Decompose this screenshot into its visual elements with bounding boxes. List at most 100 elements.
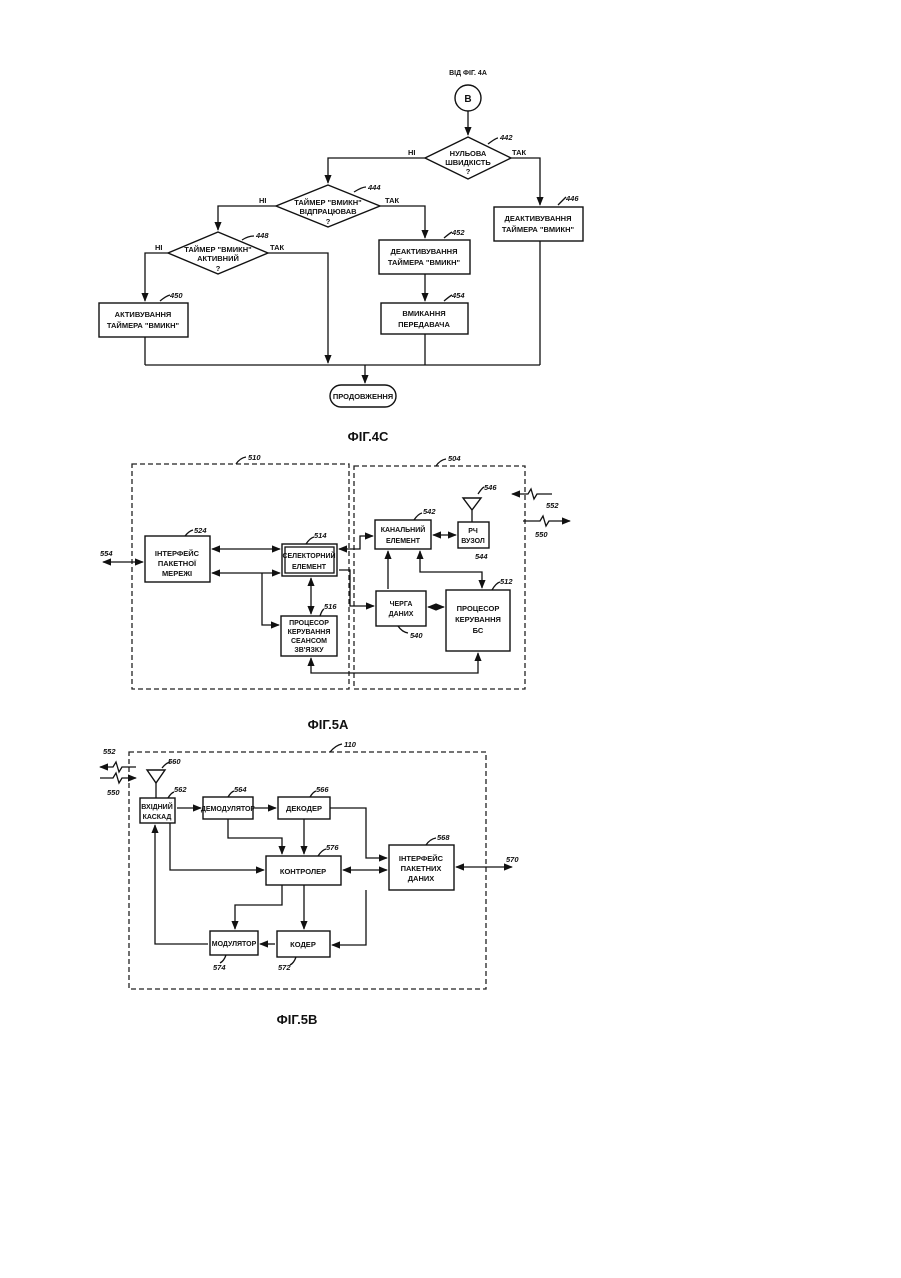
decision-444-line1: ТАЙМЕР "ВМИКН" xyxy=(294,198,362,207)
box-514-line2: ЕЛЕМЕНТ xyxy=(292,564,327,571)
decision-444-line2: ВІДПРАЦЮВАВ xyxy=(299,207,357,216)
box-562-line1: ВХІДНИЙ xyxy=(141,802,173,811)
edge-442-no xyxy=(328,158,425,183)
box-542-line1: КАНАЛЬНИЙ xyxy=(381,525,426,534)
ref-552-5b: 552 xyxy=(103,747,116,756)
decision-448-line3: ? xyxy=(216,264,221,273)
box-564-line1: ДЕМОДУЛЯТОР xyxy=(201,806,255,813)
box-516-line2: КЕРУВАННЯ xyxy=(288,629,331,636)
ref-516: 516 xyxy=(324,602,337,611)
connector-b-label: B xyxy=(464,94,471,105)
leader-574 xyxy=(220,955,226,963)
box-512-line3: БС xyxy=(473,626,484,635)
ref-550-5b: 550 xyxy=(107,788,120,797)
box-566-line1: ДЕКОДЕР xyxy=(286,804,322,813)
figure-4c: ВІД ФІГ. 4А B НУЛЬОВА ШВИДКІСТЬ ? 442 ТА… xyxy=(99,70,583,444)
ref-448: 448 xyxy=(255,231,269,240)
ref-562: 562 xyxy=(174,785,187,794)
decision-442-line1: НУЛЬОВА xyxy=(450,149,487,158)
link-to-516 xyxy=(262,573,279,625)
box-454-line1: ВМИКАННЯ xyxy=(402,309,445,318)
box-514-line1: СЕЛЕКТОРНИЙ xyxy=(282,551,335,560)
box-454-enable-transmitter xyxy=(381,303,468,334)
box-524-line3: МЕРЕЖІ xyxy=(162,569,192,578)
box-540-line2: ДАНИХ xyxy=(389,611,414,618)
edge-448-yes xyxy=(268,253,328,363)
link-562-576 xyxy=(170,823,264,870)
leader-514 xyxy=(306,537,314,544)
leader-110 xyxy=(330,744,342,752)
label-444-no: НІ xyxy=(259,196,267,205)
leader-524 xyxy=(185,530,193,536)
leader-444 xyxy=(354,187,366,192)
figure-5a: 510 504 554 ІНТЕРФЕЙС ПАКЕТНОЇ МЕРЕЖІ 52… xyxy=(100,453,570,732)
edge-448-no xyxy=(145,253,168,301)
caption-fig-4c: ФІГ.4С xyxy=(348,429,389,444)
box-524-line1: ІНТЕРФЕЙС xyxy=(155,549,200,558)
ref-510: 510 xyxy=(248,453,261,462)
box-576-line1: КОНТРОЛЕР xyxy=(280,867,326,876)
leader-504 xyxy=(436,459,446,466)
link-566-568 xyxy=(330,808,387,858)
box-452-line2: ТАЙМЕРА "ВМИКН" xyxy=(388,258,461,267)
label-442-yes: ТАК xyxy=(512,148,527,157)
ref-554: 554 xyxy=(100,549,113,558)
ref-560: 560 xyxy=(168,757,181,766)
ref-452: 452 xyxy=(451,228,465,237)
link-576-574 xyxy=(235,885,282,929)
box-524-line2: ПАКЕТНОЇ xyxy=(158,559,197,568)
ref-564: 564 xyxy=(234,785,247,794)
label-442-no: НІ xyxy=(408,148,416,157)
link-564-576 xyxy=(228,819,282,854)
box-562-line2: КАСКАД xyxy=(143,814,172,821)
decision-442-line2: ШВИДКІСТЬ xyxy=(445,158,491,167)
box-512-line2: КЕРУВАННЯ xyxy=(455,615,501,624)
label-448-no: НІ xyxy=(155,243,163,252)
ref-442: 442 xyxy=(499,133,513,142)
ref-444: 444 xyxy=(367,183,381,192)
ref-570: 570 xyxy=(506,855,519,864)
leader-572 xyxy=(290,957,296,965)
leader-452 xyxy=(444,232,452,238)
label-448-yes: ТАК xyxy=(270,243,285,252)
leader-510 xyxy=(236,457,246,464)
box-512-line1: ПРОЦЕСОР xyxy=(457,604,500,613)
box-540-line1: ЧЕРГА xyxy=(390,601,413,608)
ref-514: 514 xyxy=(314,531,327,540)
ref-446: 446 xyxy=(565,194,579,203)
box-568-line3: ДАНИХ xyxy=(408,874,435,883)
ref-512: 512 xyxy=(500,577,513,586)
link-574-562 xyxy=(155,825,208,944)
box-450-line2: ТАЙМЕРА "ВМИКН" xyxy=(107,321,180,330)
box-572-line1: КОДЕР xyxy=(290,940,316,949)
box-450-activate-timer xyxy=(99,303,188,337)
leader-448 xyxy=(242,236,254,240)
ref-546: 546 xyxy=(484,483,497,492)
leader-512 xyxy=(492,582,500,590)
decision-448-line2: АКТИВНИЙ xyxy=(197,254,239,263)
leader-442 xyxy=(488,138,498,144)
box-454-line2: ПЕРЕДАВАЧА xyxy=(398,320,450,329)
link-514-542 xyxy=(339,536,373,549)
box-516-line4: ЗВ'ЯЗКУ xyxy=(294,647,324,654)
ref-544: 544 xyxy=(475,552,488,561)
edge-444-yes xyxy=(380,206,425,238)
decision-448-line1: ТАЙМЕР "ВМИКН" xyxy=(184,245,252,254)
wireless-link-552 xyxy=(512,489,552,499)
edge-442-yes xyxy=(511,158,540,205)
wireless-link-552-5b xyxy=(100,762,136,772)
box-544-line1: РЧ xyxy=(468,528,478,535)
box-544-line2: ВУЗОЛ xyxy=(461,538,485,545)
caption-fig-5a: ФІГ.5А xyxy=(308,717,349,732)
decision-442-line3: ? xyxy=(466,167,471,176)
ref-574: 574 xyxy=(213,963,226,972)
ref-450: 450 xyxy=(169,291,183,300)
box-452-deactivate-timer xyxy=(379,240,470,274)
box-568-line1: ІНТЕРФЕЙС xyxy=(399,854,444,863)
link-568-572 xyxy=(332,890,366,945)
terminator-label: ПРОДОВЖЕННЯ xyxy=(333,392,393,401)
leader-540 xyxy=(398,626,408,633)
leader-568 xyxy=(426,838,436,845)
from-fig-4a-label: ВІД ФІГ. 4А xyxy=(449,70,487,77)
ref-454: 454 xyxy=(451,291,465,300)
